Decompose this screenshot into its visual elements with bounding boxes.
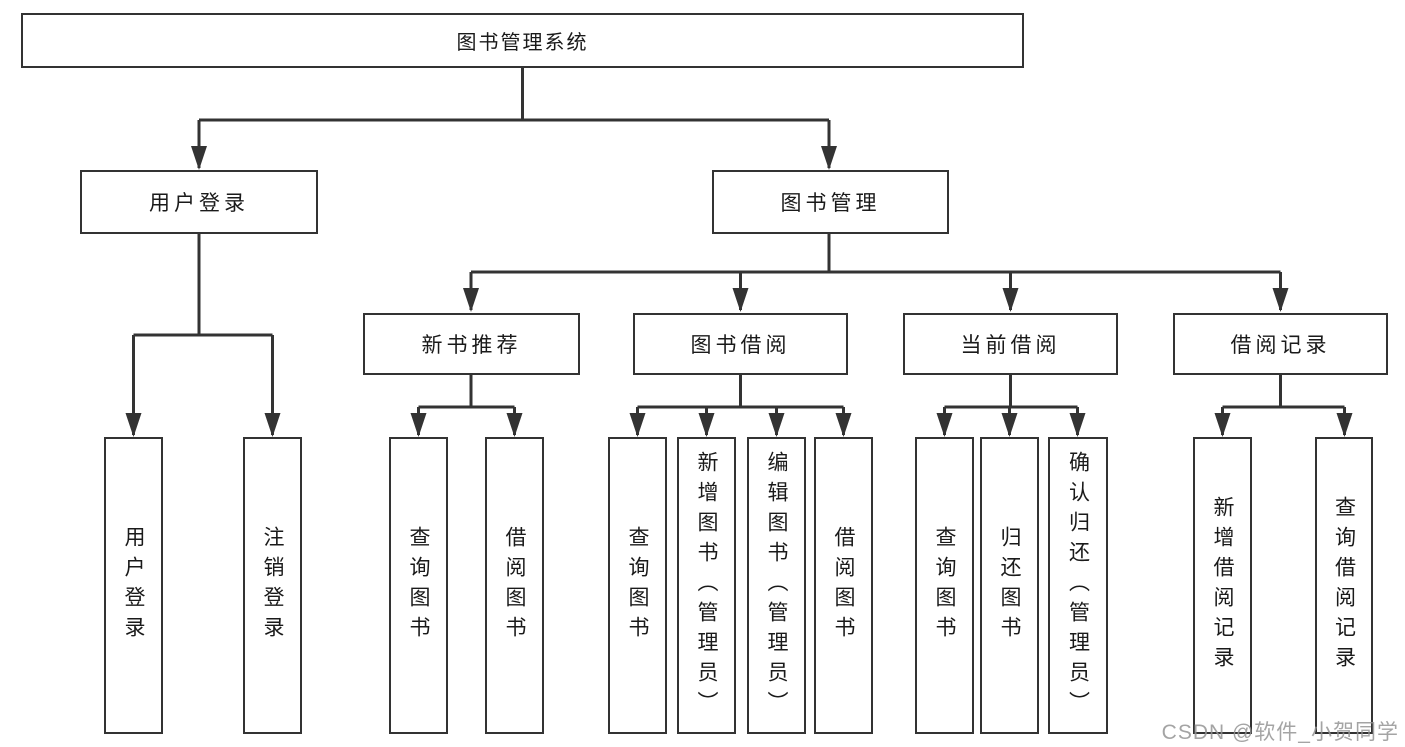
node-label: 当前借阅	[960, 334, 1061, 357]
node-book-management: 图书管理	[712, 170, 949, 234]
leaf-query-book-borrow: 查询图书	[608, 437, 667, 734]
leaf-query-borrow-record: 查询借阅记录	[1315, 437, 1373, 734]
node-label: 用户登录	[149, 192, 249, 215]
leaf-edit-book-admin: 编辑图书（管理员）	[747, 437, 806, 734]
node-label: 查询图书	[933, 525, 956, 646]
node-label: 用户登录	[122, 525, 145, 646]
node-label: 归还图书	[998, 525, 1021, 646]
leaf-return-book: 归还图书	[980, 437, 1039, 734]
leaf-borrow-book: 借阅图书	[814, 437, 873, 734]
node-label: 查询图书	[626, 525, 649, 646]
leaf-add-borrow-record: 新增借阅记录	[1193, 437, 1252, 734]
leaf-query-book-recommend: 查询图书	[389, 437, 448, 734]
node-user-login: 用户登录	[80, 170, 318, 234]
node-label: 查询借阅记录	[1332, 495, 1356, 676]
node-label: 图书借阅	[690, 334, 791, 357]
node-label: 借阅图书	[503, 525, 526, 646]
node-label: 借阅图书	[832, 525, 855, 646]
arrowhead-icons	[125, 146, 1353, 437]
leaf-add-book-admin: 新增图书（管理员）	[677, 437, 736, 734]
watermark: CSDN @软件_小贺同学	[1161, 721, 1399, 744]
leaf-query-book-current: 查询图书	[915, 437, 974, 734]
node-label: 编辑图书（管理员）	[765, 450, 788, 721]
node-label: 新增图书（管理员）	[695, 450, 718, 721]
node-root: 图书管理系统	[21, 13, 1024, 68]
node-label: 图书管理系统	[456, 32, 589, 54]
leaf-logout-login: 注销登录	[243, 437, 302, 734]
node-current-borrow: 当前借阅	[903, 313, 1118, 375]
leaf-borrow-book-recommend: 借阅图书	[485, 437, 544, 734]
node-label: 注销登录	[261, 525, 284, 646]
node-new-book-recommend: 新书推荐	[363, 313, 580, 375]
node-book-borrow: 图书借阅	[633, 313, 848, 375]
node-label: 新书推荐	[421, 334, 522, 357]
leaf-confirm-return-admin: 确认归还（管理员）	[1048, 437, 1108, 734]
node-borrow-records: 借阅记录	[1173, 313, 1388, 375]
node-label: 借阅记录	[1230, 334, 1331, 357]
node-label: 图书管理	[780, 192, 881, 215]
node-label: 确认归还（管理员）	[1066, 450, 1090, 721]
node-label: 新增借阅记录	[1211, 495, 1234, 676]
node-label: 查询图书	[407, 525, 430, 646]
leaf-user-login: 用户登录	[104, 437, 163, 734]
